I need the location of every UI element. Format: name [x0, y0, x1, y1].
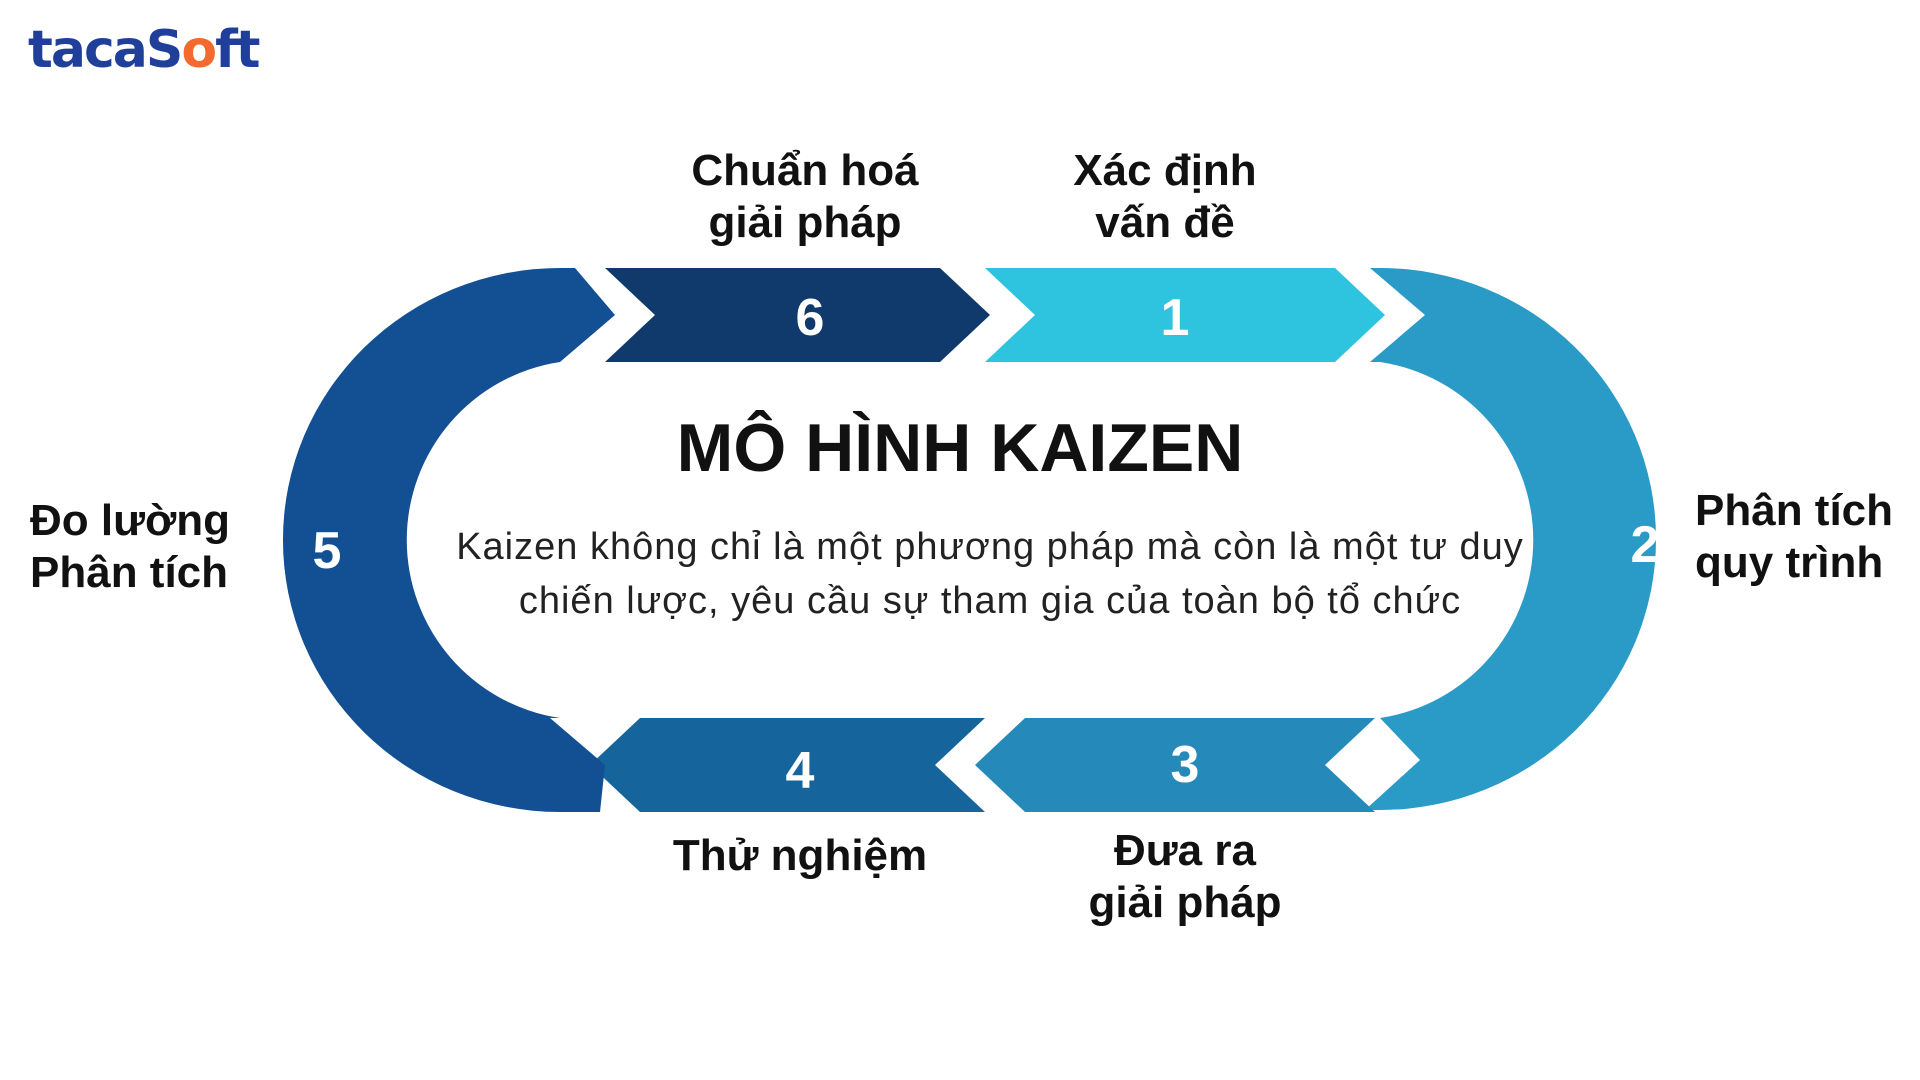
- step-1-label: Xác định vấn đề: [1040, 145, 1290, 249]
- step-3-label-line1: Đưa ra: [1114, 826, 1256, 875]
- step-6-label-line1: Chuẩn hoá: [691, 146, 919, 195]
- step-6-chevron: [605, 268, 990, 362]
- step-2-number: 2: [1631, 516, 1660, 574]
- logo-text: taca: [28, 20, 148, 80]
- step-2-label: Phân tích quy trình: [1695, 485, 1920, 589]
- step-4-label-line1: Thử nghiệm: [672, 831, 928, 880]
- step-5-label-line2: Phân tích: [30, 548, 229, 597]
- logo-text: ft: [215, 20, 261, 80]
- step-4-chevron: [590, 718, 985, 812]
- step-5-number: 5: [313, 522, 342, 580]
- step-3-label-line2: giải pháp: [1088, 878, 1282, 927]
- step-6-number: 6: [796, 289, 825, 347]
- step-2-label-line2: quy trình: [1695, 538, 1884, 587]
- diagram-title: MÔ HÌNH KAIZEN: [676, 410, 1244, 486]
- step-4-number: 4: [786, 742, 815, 800]
- step-5-label-line1: Đo lường: [30, 496, 230, 545]
- step-3-label: Đưa ra giải pháp: [1060, 825, 1310, 929]
- step-5-arc: [282, 268, 615, 812]
- step-1-chevron: [985, 268, 1385, 362]
- step-2-arc: [1365, 268, 1657, 810]
- step-3-number: 3: [1171, 736, 1200, 794]
- logo-accent: o: [181, 20, 217, 80]
- step-3-chevron: [975, 718, 1375, 812]
- step-6-label-line2: giải pháp: [708, 198, 902, 247]
- tacasoft-logo: tacaSoft: [28, 24, 261, 76]
- step-6-label: Chuẩn hoá giải pháp: [660, 145, 950, 249]
- diagram-description: Kaizen không chỉ là một phương pháp mà c…: [456, 526, 1524, 622]
- logo-text: S: [145, 20, 183, 80]
- step-5-label: Đo lường Phân tích: [30, 495, 270, 599]
- step-1-label-line2: vấn đề: [1095, 198, 1235, 247]
- step-2-label-line1: Phân tích: [1695, 486, 1894, 535]
- step-1-number: 1: [1161, 289, 1190, 347]
- step-4-label: Thử nghiệm: [640, 830, 960, 882]
- step-1-label-line1: Xác định: [1073, 146, 1257, 195]
